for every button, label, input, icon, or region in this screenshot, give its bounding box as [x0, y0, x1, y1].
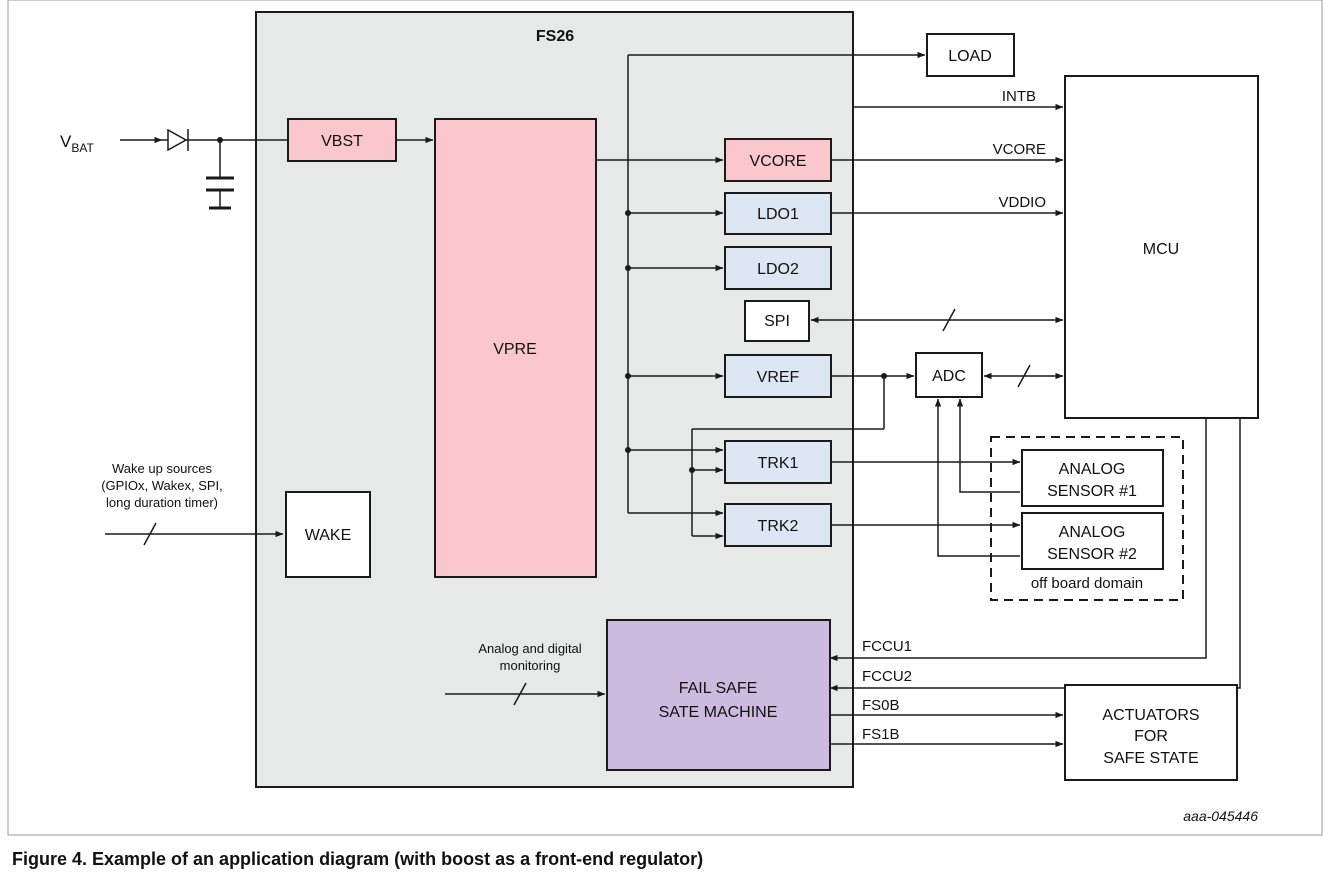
off-board-label: off board domain: [1031, 575, 1143, 592]
intb-signal-label: INTB: [1002, 88, 1036, 105]
mcu-block: [1064, 75, 1259, 419]
spi-block: [744, 300, 810, 342]
mcu-label: MCU: [1143, 241, 1179, 258]
ldo2-block: [724, 246, 832, 290]
figure-caption: Figure 4. Example of an application diag…: [12, 849, 703, 869]
vcore-signal-label: VCORE: [993, 141, 1046, 158]
vcore-label: VCORE: [750, 153, 807, 170]
vref-block: [724, 354, 832, 398]
fail-safe-block: [606, 619, 831, 771]
actuators-label-2: FOR: [1134, 728, 1168, 745]
wake-bus-slash: [143, 522, 157, 546]
fccu1-wire: [829, 418, 1207, 662]
annotations: Wake up sources (GPIOx, Wakex, SPI, long…: [101, 461, 582, 673]
junction-dot: [625, 447, 631, 453]
off-board-domain: [990, 436, 1184, 601]
diode-icon: [167, 128, 189, 152]
fs0b-signal-label: FS0B: [862, 697, 900, 714]
actuators-label-1: ACTUATORS: [1102, 707, 1199, 724]
trk1-block: [724, 440, 832, 484]
junction-dot: [689, 467, 695, 473]
sensor2-label-2: SENSOR #2: [1047, 546, 1137, 563]
vref-label: VREF: [757, 369, 800, 386]
load-label: LOAD: [948, 48, 992, 65]
chip-title: FS26: [536, 28, 574, 45]
block-labels: VBST VPRE VCORE LDO1 LDO2 SPI VREF TRK1 …: [305, 48, 1200, 767]
fail-safe-label-2: SATE MACHINE: [659, 704, 778, 721]
wake-sources-line-2: (GPIOx, Wakex, SPI,: [101, 478, 223, 493]
wake-block: [285, 491, 371, 578]
sensor1-block: [1021, 449, 1164, 507]
trk1-label: TRK1: [758, 455, 799, 472]
sensor2-block: [1021, 512, 1164, 570]
sensor2-label-1: ANALOG: [1059, 524, 1126, 541]
load-block: [926, 33, 1015, 77]
figure-frame: [7, 0, 1323, 836]
adc-block: [915, 352, 983, 398]
trk2-block: [724, 503, 832, 547]
sensor1-adc-wire: [956, 398, 1020, 493]
adc-label: ADC: [932, 368, 966, 385]
actuators-block: [1064, 684, 1238, 781]
ldo2-label: LDO2: [757, 261, 799, 278]
reference-code: aaa-045446: [1183, 808, 1258, 824]
junction-dot: [881, 373, 887, 379]
wake-label: WAKE: [305, 527, 352, 544]
monitoring-line-2: monitoring: [500, 658, 561, 673]
diode-triangle: [167, 128, 188, 152]
monitor-bus-slash: [513, 682, 527, 706]
blocks: [285, 33, 1259, 781]
ldo1-block: [724, 192, 832, 235]
fs1b-signal-label: FS1B: [862, 726, 900, 743]
fccu2-wire: [829, 418, 1241, 692]
fail-safe-label-1: FAIL SAFE: [679, 680, 758, 697]
spi-label: SPI: [764, 313, 790, 330]
fail-safe-signal-labels: FCCU1 FCCU2 FS0B FS1B: [862, 638, 912, 743]
adc-bus-slash: [1017, 364, 1031, 388]
junction-dot: [625, 210, 631, 216]
vcore-block: [724, 138, 832, 182]
sensor2-adc-wire: [934, 398, 1020, 557]
actuators-label-3: SAFE STATE: [1103, 750, 1198, 767]
monitoring-line-1: Analog and digital: [478, 641, 581, 656]
vbst-block: [287, 118, 397, 162]
spi-bus-slash: [942, 308, 956, 332]
trk2-label: TRK2: [758, 518, 799, 535]
capacitor-icon: [206, 176, 234, 210]
vbat-label: VBAT: [60, 132, 94, 155]
vddio-signal-label: VDDIO: [998, 194, 1046, 211]
sensor1-label-2: SENSOR #1: [1047, 483, 1137, 500]
signal-labels: INTB VCORE VDDIO: [993, 88, 1046, 211]
vbst-label: VBST: [321, 133, 363, 150]
junction-dots: [217, 137, 887, 473]
sensor1-label-1: ANALOG: [1059, 461, 1126, 478]
wires: [105, 51, 1241, 748]
vpre-block: [434, 118, 597, 578]
vpre-label: VPRE: [493, 341, 537, 358]
ldo1-label: LDO1: [757, 206, 799, 223]
fccu1-signal-label: FCCU1: [862, 638, 912, 655]
junction-dot: [625, 373, 631, 379]
fccu2-signal-label: FCCU2: [862, 668, 912, 685]
junction-dot: [217, 137, 223, 143]
junction-dot: [625, 265, 631, 271]
wake-sources-line-1: Wake up sources: [112, 461, 212, 476]
wake-sources-line-3: long duration timer): [106, 495, 218, 510]
